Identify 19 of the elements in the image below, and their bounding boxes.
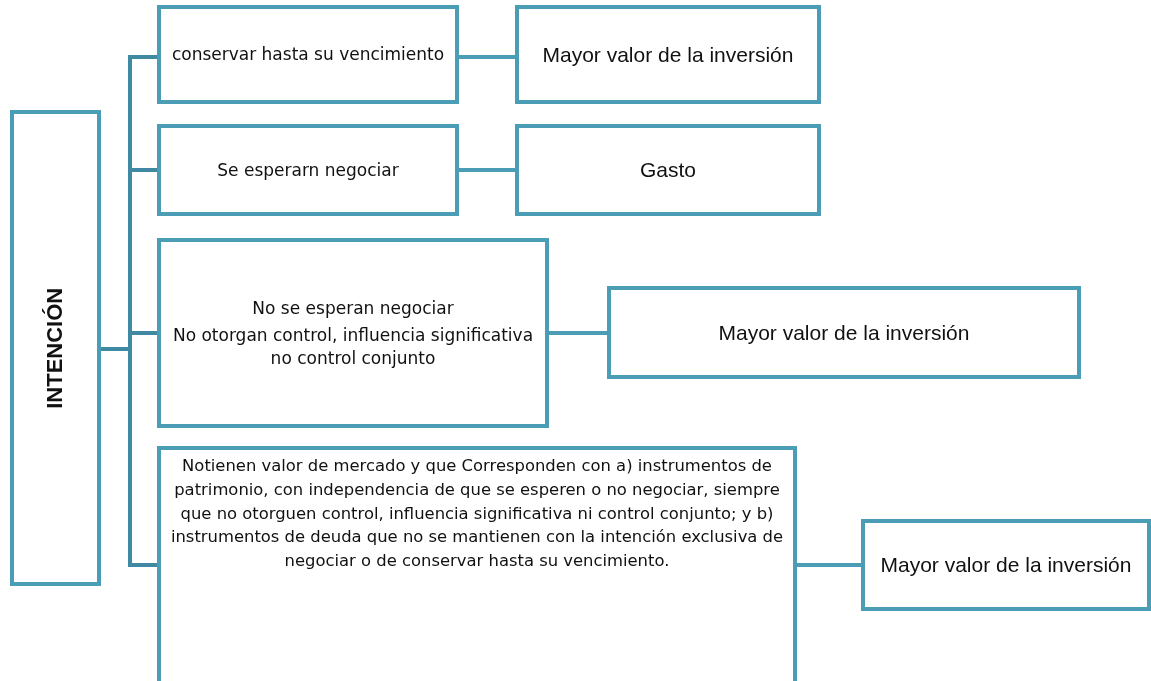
text-box xyxy=(157,238,549,428)
text-box xyxy=(607,286,1081,379)
box-text: Se esperarn negociar xyxy=(217,158,399,182)
text-box xyxy=(10,110,101,586)
text-box xyxy=(515,5,821,104)
text-box xyxy=(157,446,797,681)
text-box xyxy=(861,519,1151,611)
box-text: No otorgan control, influencia significativa no control conjunto xyxy=(171,324,535,369)
box-text: Mayor valor de la inversión xyxy=(880,552,1132,579)
box-text: Notienen valor de mercado y que Corresponden con a) instrumentos de patrimonio, con independencia de que se esperen o no negociar, siempre que no otorguen control, influencia significativa ni control conjunto; y b) instrumentos de deuda que no se mantienen con la intención exclusiva de negociar o de conservar hasta su vencimiento. xyxy=(169,455,785,573)
heading-text: INTENCIÓN xyxy=(41,287,69,409)
box-text: Gasto xyxy=(640,157,696,184)
text-box xyxy=(157,5,459,104)
text-box xyxy=(157,124,459,216)
box-text: conservar hasta su vencimiento xyxy=(171,43,445,66)
box-text: No se esperan negociar xyxy=(252,297,454,320)
box-text: Mayor valor de la inversión xyxy=(718,319,970,346)
text-box xyxy=(515,124,821,216)
box-text: Mayor valor de la inversión xyxy=(542,41,794,68)
